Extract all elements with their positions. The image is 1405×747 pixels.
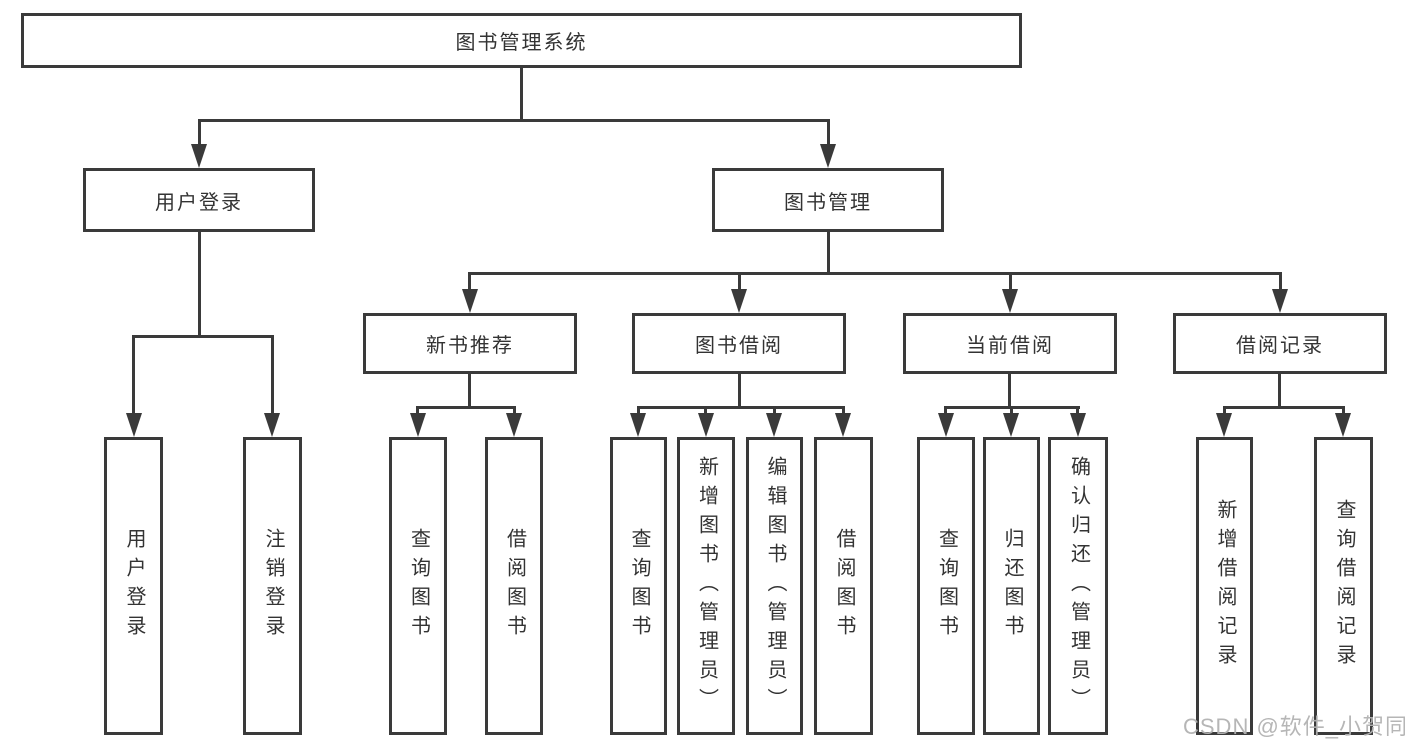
connector-new-book-trunk [468, 374, 471, 408]
connector-drop-leaf-login [132, 335, 135, 417]
leaf-confirm-return-admin: 确认归还（管理员） [1048, 437, 1108, 735]
node-borrow-records-label: 借阅记录 [1236, 335, 1324, 357]
arrowhead-icon [938, 413, 954, 437]
leaf-label: 查询借阅记录 [1333, 499, 1355, 673]
node-root-label: 图书管理系统 [455, 32, 588, 54]
connector-drop-borrow-records [1279, 272, 1282, 292]
leaf-return-books: 归还图书 [983, 437, 1040, 735]
connector-drop [842, 406, 845, 416]
arrowhead-icon [1272, 289, 1288, 313]
node-user-login-label: 用户登录 [155, 191, 243, 214]
arrowhead-icon [766, 413, 782, 437]
arrowhead-icon [462, 289, 478, 313]
leaf-label: 新增借阅记录 [1214, 499, 1236, 673]
node-new-book-recommend-label: 新书推荐 [426, 335, 514, 357]
watermark-text: CSDN @软件_小贺同学 [1183, 714, 1405, 739]
connector-drop [1010, 406, 1013, 416]
leaf-label: 查询图书 [407, 528, 430, 644]
node-borrow-records: 借阅记录 [1173, 313, 1387, 374]
arrowhead-icon [264, 413, 280, 437]
leaf-label: 注销登录 [262, 528, 284, 644]
arrowhead-icon [506, 413, 522, 437]
connector-book-borrow-trunk [738, 374, 741, 408]
connector-drop-book-management [827, 119, 830, 149]
leaf-label: 用户登录 [123, 528, 145, 644]
leaf-add-books-admin: 新增图书（管理员） [677, 437, 735, 735]
connector-drop-book-borrow [738, 272, 741, 292]
leaf-label: 查询图书 [935, 528, 958, 644]
connector-book-borrow-bar [637, 406, 845, 409]
leaf-logout: 注销登录 [243, 437, 302, 735]
leaf-add-borrow-record: 新增借阅记录 [1196, 437, 1253, 735]
node-book-management-label: 图书管理 [784, 191, 872, 214]
leaf-label: 编辑图书（管理员） [764, 455, 786, 717]
node-user-login: 用户登录 [83, 168, 315, 232]
connector-drop [416, 406, 419, 416]
arrowhead-icon [191, 144, 207, 168]
leaf-query-borrow-record: 查询借阅记录 [1314, 437, 1373, 735]
leaf-label: 借阅图书 [833, 528, 855, 644]
node-book-management: 图书管理 [712, 168, 944, 232]
connector-level3-bar [468, 272, 1282, 275]
arrowhead-icon [698, 413, 714, 437]
node-book-borrow: 图书借阅 [632, 313, 846, 374]
arrowhead-icon [126, 413, 142, 437]
leaf-label: 查询图书 [628, 528, 650, 644]
arrowhead-icon [410, 413, 426, 437]
arrowhead-icon [1070, 413, 1086, 437]
leaf-borrow-books-1: 借阅图书 [485, 437, 543, 735]
connector-drop-leaf-logout [271, 335, 274, 417]
connector-drop-current-borrow [1009, 272, 1012, 292]
arrowhead-icon [731, 289, 747, 313]
arrowhead-icon [1002, 289, 1018, 313]
leaf-label: 确认归还（管理员） [1067, 455, 1090, 717]
leaf-edit-books-admin: 编辑图书（管理员） [746, 437, 803, 735]
connector-drop [944, 406, 947, 416]
leaf-query-books-3: 查询图书 [917, 437, 975, 735]
connector-borrow-records-trunk [1278, 374, 1281, 408]
connector-user-login-trunk [198, 232, 201, 338]
connector-borrow-records-bar [1223, 406, 1345, 409]
connector-book-management-trunk [827, 232, 830, 274]
connector-drop [704, 406, 707, 416]
leaf-label: 借阅图书 [503, 528, 526, 644]
arrowhead-icon [1216, 413, 1232, 437]
arrowhead-icon [820, 144, 836, 168]
connector-drop [1342, 406, 1345, 416]
node-current-borrow: 当前借阅 [903, 313, 1117, 374]
arrowhead-icon [1335, 413, 1351, 437]
arrowhead-icon [835, 413, 851, 437]
connector-drop [773, 406, 776, 416]
connector-user-login-bar [132, 335, 274, 338]
leaf-borrow-books-2: 借阅图书 [814, 437, 873, 735]
leaf-label: 归还图书 [1001, 528, 1023, 644]
node-book-borrow-label: 图书借阅 [695, 335, 783, 357]
connector-drop [637, 406, 640, 416]
node-new-book-recommend: 新书推荐 [363, 313, 577, 374]
connector-level2-bar [198, 119, 830, 122]
connector-drop [1076, 406, 1079, 416]
connector-drop [1223, 406, 1226, 416]
leaf-query-books-2: 查询图书 [610, 437, 667, 735]
leaf-user-login: 用户登录 [104, 437, 163, 735]
leaf-query-books-1: 查询图书 [389, 437, 447, 735]
connector-drop-new-book [468, 272, 471, 292]
connector-drop [513, 406, 516, 416]
connector-drop-user-login [198, 119, 201, 149]
arrowhead-icon [630, 413, 646, 437]
arrowhead-icon [1003, 413, 1019, 437]
node-current-borrow-label: 当前借阅 [966, 335, 1054, 357]
leaf-label: 新增图书（管理员） [695, 455, 718, 717]
connector-new-book-bar [416, 406, 516, 409]
node-root: 图书管理系统 [21, 13, 1022, 68]
connector-root-trunk [520, 68, 523, 121]
connector-current-borrow-trunk [1008, 374, 1011, 408]
